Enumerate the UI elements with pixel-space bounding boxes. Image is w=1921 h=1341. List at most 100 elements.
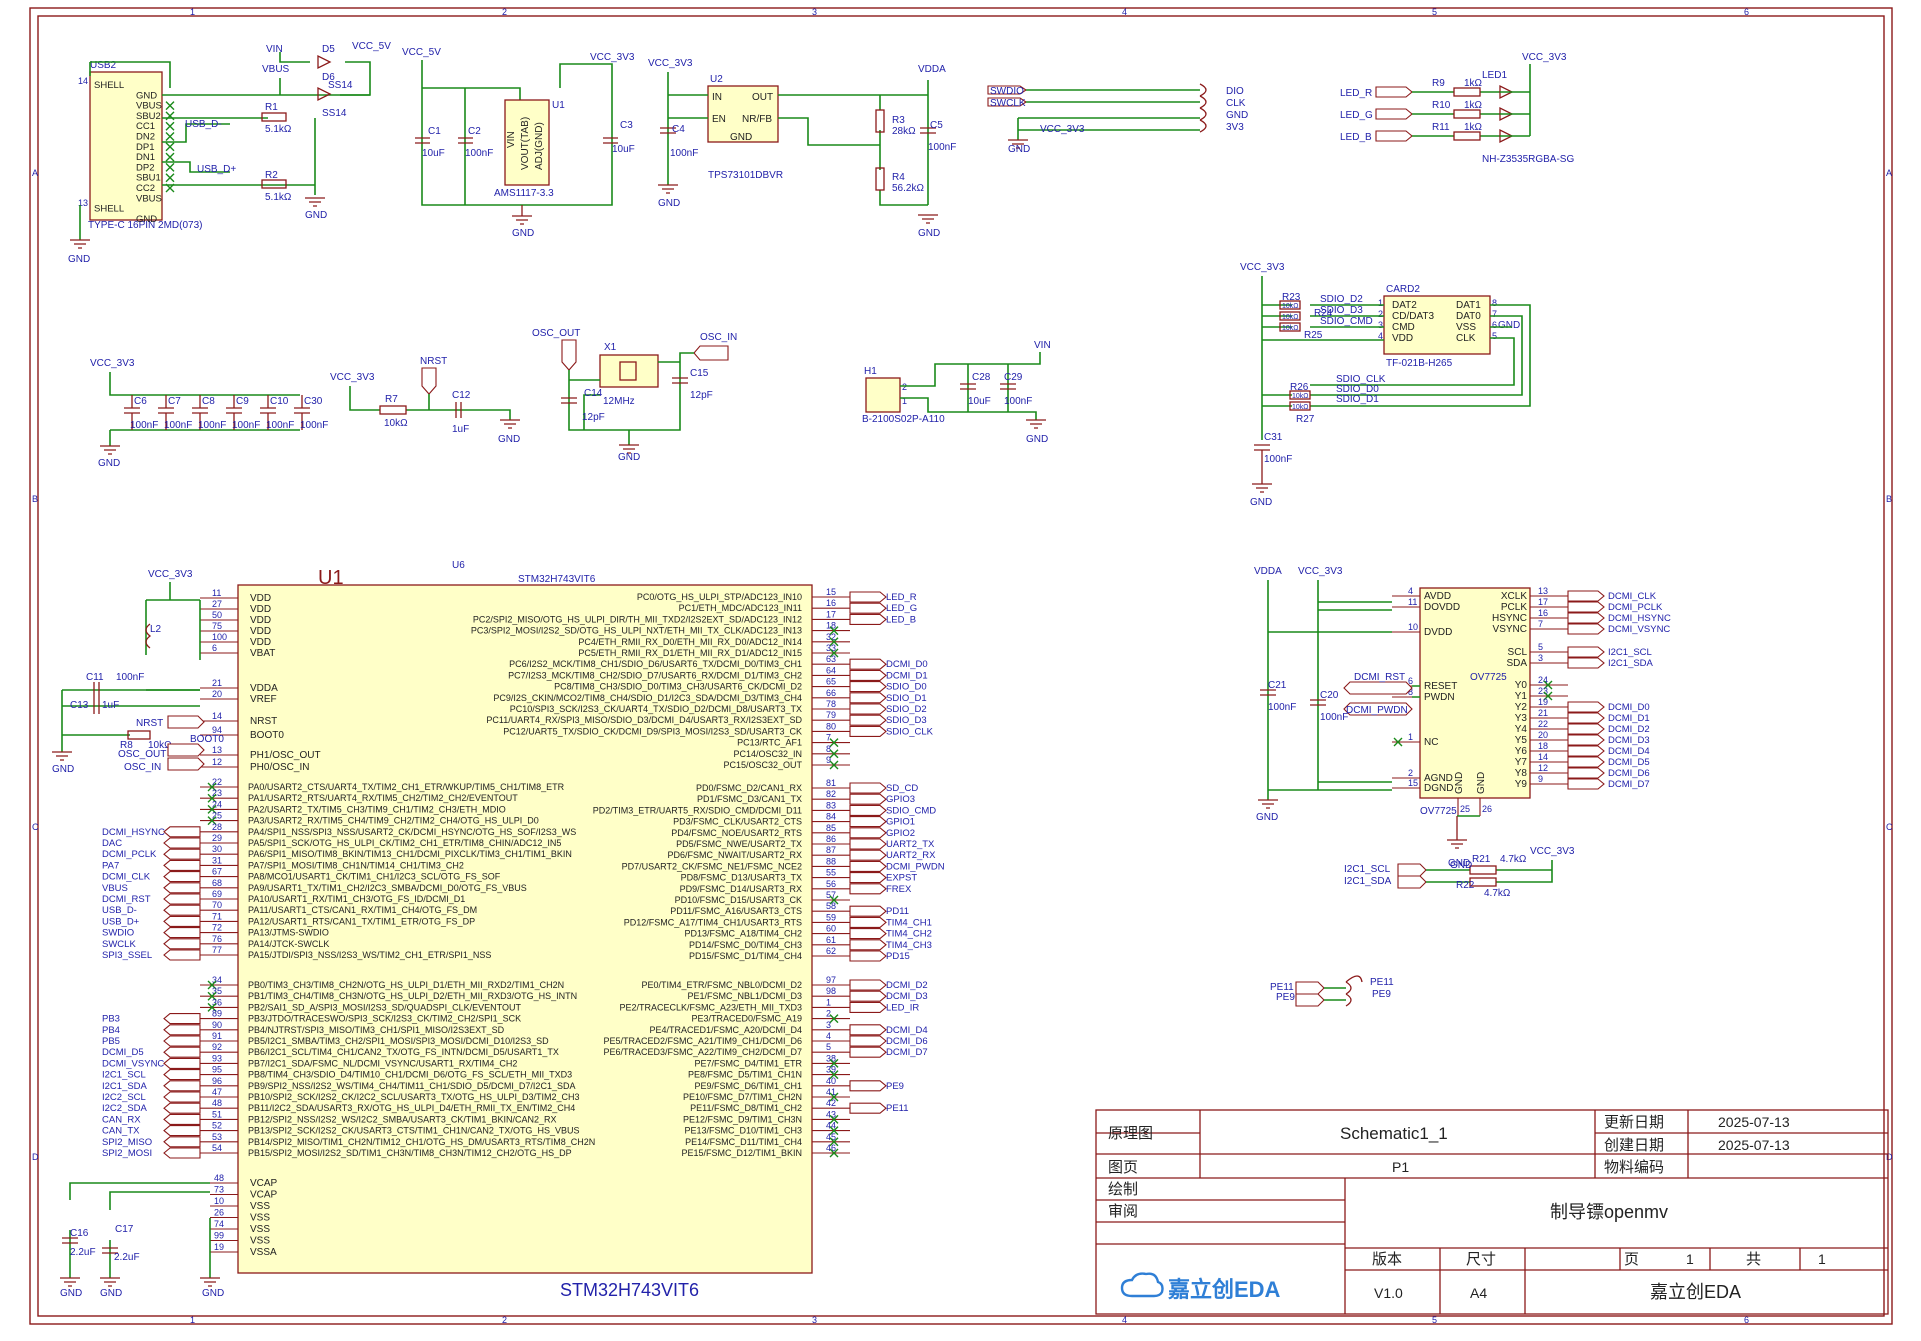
mcu-net-flag[interactable] [163, 1091, 201, 1103]
sd-resistor[interactable] [1279, 311, 1301, 321]
u2-tps73101[interactable] [707, 85, 779, 143]
mcu-net-flag[interactable] [849, 804, 887, 816]
mcu-net-flag[interactable] [163, 1035, 201, 1047]
mcu-net-flag[interactable] [849, 613, 887, 625]
mcu-net-flag[interactable] [163, 1147, 201, 1159]
mcu-net-flag[interactable] [849, 939, 887, 951]
mcu-net-flag[interactable] [163, 871, 201, 883]
mcu-net-flag[interactable] [163, 1013, 201, 1025]
l2-inductor[interactable] [145, 623, 152, 649]
mcu-left-flags[interactable] [167, 715, 205, 771]
camera-net-flag[interactable] [1567, 612, 1605, 624]
mcu-net-flag[interactable] [849, 1102, 887, 1114]
mcu-net-flag[interactable] [849, 703, 887, 715]
mcu-net-flag[interactable] [163, 1125, 201, 1137]
osc-out-flag[interactable] [561, 339, 577, 371]
r1-resistor[interactable] [261, 112, 287, 122]
sd-resistor[interactable] [1289, 390, 1311, 400]
decap-capacitor[interactable] [260, 395, 276, 430]
mcu-net-flag[interactable] [163, 915, 201, 927]
led-net-flag[interactable] [1375, 86, 1413, 98]
led-net-flag[interactable] [1375, 130, 1413, 142]
mcu-net-flag[interactable] [163, 893, 201, 905]
mcu-net-flag[interactable] [163, 1102, 201, 1114]
camera-net-flag[interactable] [1567, 701, 1605, 713]
c12-cap[interactable] [455, 402, 462, 418]
mcu-net-flag[interactable] [849, 979, 887, 991]
decap-capacitor[interactable] [158, 395, 174, 430]
mcu-net-flag[interactable] [163, 927, 201, 939]
mcu-net-flag[interactable] [849, 793, 887, 805]
mcu-net-flag[interactable] [163, 859, 201, 871]
mcu-net-flag[interactable] [849, 1080, 887, 1092]
mcu-net-flag[interactable] [163, 1046, 201, 1058]
mcu-net-flag[interactable] [849, 1001, 887, 1013]
r22-resistor[interactable] [1469, 877, 1497, 887]
usb-connector-body[interactable] [89, 71, 163, 221]
mcu-net-flag[interactable] [163, 826, 201, 838]
decap-capacitor[interactable] [226, 395, 242, 430]
camera-net-flag[interactable] [1567, 712, 1605, 724]
r4-resistor[interactable] [875, 167, 885, 191]
mcu-net-flag[interactable] [849, 602, 887, 614]
sd-resistor[interactable] [1279, 300, 1301, 310]
mcu-net-flag[interactable] [849, 692, 887, 704]
led-resistor[interactable] [1453, 131, 1481, 141]
mcu-net-flag[interactable] [163, 882, 201, 894]
camera-net-flag[interactable] [1567, 734, 1605, 746]
led-net-flag[interactable] [1375, 108, 1413, 120]
mcu-net-flag[interactable] [163, 1113, 201, 1125]
mcu-left-caps[interactable] [93, 682, 100, 714]
mcu-net-flag[interactable] [163, 848, 201, 860]
mcu-net-flag[interactable] [849, 838, 887, 850]
mcu-net-flag[interactable] [849, 990, 887, 1002]
card2-connector[interactable] [1383, 295, 1491, 355]
osc-caps[interactable] [561, 377, 688, 404]
decap-capacitor[interactable] [294, 395, 310, 430]
mcu-net-flag[interactable] [163, 837, 201, 849]
mcu-net-flag[interactable] [163, 1057, 201, 1069]
ldo-caps[interactable] [415, 137, 618, 144]
mcu-net-flag[interactable] [849, 782, 887, 794]
mcu-net-flag[interactable] [849, 1035, 887, 1047]
pe-link-flags[interactable] [1295, 981, 1325, 1007]
r21-resistor[interactable] [1469, 865, 1497, 875]
x1-crystal[interactable] [599, 354, 659, 388]
camera-net-flag[interactable] [1567, 657, 1605, 669]
d5-diode[interactable] [317, 54, 332, 70]
mcu-net-flag[interactable] [849, 827, 887, 839]
mcu-net-flag[interactable] [163, 1080, 201, 1092]
decap-capacitor[interactable] [124, 395, 140, 430]
power-in-caps[interactable] [960, 383, 1016, 390]
r8-resistor[interactable] [127, 730, 151, 740]
camera-net-flag[interactable] [1567, 756, 1605, 768]
d6-diode[interactable] [317, 86, 332, 102]
camera-net-flag[interactable] [1567, 745, 1605, 757]
mcu-net-flag[interactable] [849, 849, 887, 861]
swd-connector[interactable] [1199, 83, 1207, 133]
mcu-net-flag[interactable] [849, 714, 887, 726]
camera-net-flag[interactable] [1567, 767, 1605, 779]
h1-connector[interactable] [865, 377, 901, 413]
mcu-net-flag[interactable] [849, 1024, 887, 1036]
swd-net-flags[interactable] [987, 85, 1027, 107]
mcu-net-flag[interactable] [849, 816, 887, 828]
mcu-net-flag[interactable] [163, 1136, 201, 1148]
camera-caps[interactable] [1260, 689, 1326, 706]
mcu-net-flag[interactable] [849, 591, 887, 603]
ov7725-camera[interactable] [1419, 587, 1531, 799]
camera-net-flag[interactable] [1567, 590, 1605, 602]
sd-resistor[interactable] [1289, 401, 1311, 411]
vref-caps[interactable] [660, 127, 936, 134]
camera-net-flag[interactable] [1567, 601, 1605, 613]
mcu-net-flag[interactable] [163, 938, 201, 950]
pe-link-connector[interactable] [1345, 975, 1363, 1007]
camera-net-flag[interactable] [1567, 623, 1605, 635]
mcu-net-flag[interactable] [849, 681, 887, 693]
mcu-net-flag[interactable] [163, 904, 201, 916]
mcu-net-flag[interactable] [849, 860, 887, 872]
osc-in-flag[interactable] [693, 345, 729, 361]
led-resistor[interactable] [1453, 109, 1481, 119]
c31-cap[interactable] [1254, 444, 1270, 451]
mcu-net-flag[interactable] [163, 1024, 201, 1036]
